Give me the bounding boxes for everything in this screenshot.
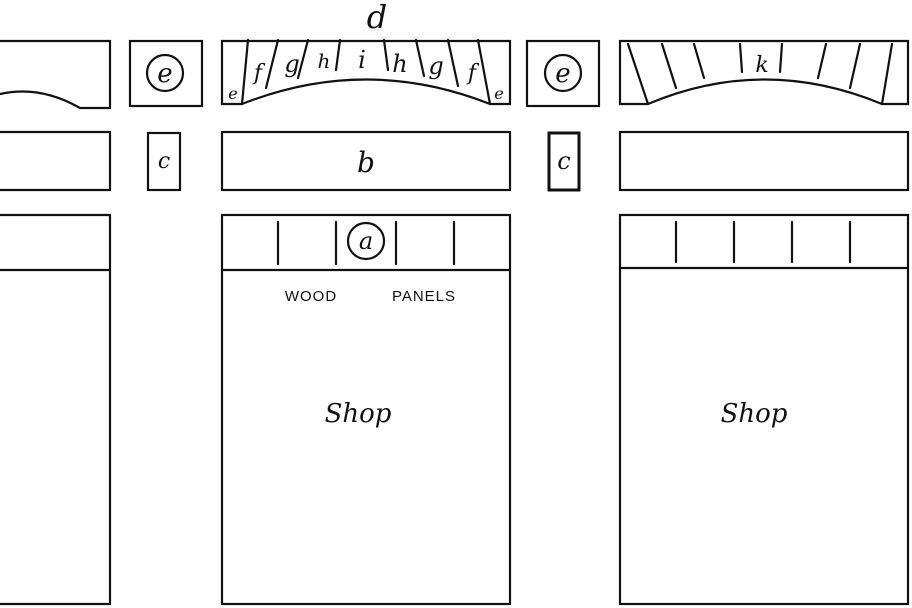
arch-letter-e-left: e (228, 84, 237, 103)
arch-letter-e-right: e (494, 84, 503, 103)
pier-cap-right (525, 39, 601, 108)
right-lintel-block (618, 130, 910, 192)
right-shop-block (618, 213, 910, 606)
centre-arch-block (220, 39, 512, 106)
left-pier: e c (128, 39, 204, 192)
left-partial-column (0, 39, 112, 606)
left-shop-block (0, 213, 112, 606)
arch-letter-h-right: h (392, 50, 407, 78)
label-b: b (357, 146, 375, 179)
arch-letter-g-right: g (428, 52, 443, 80)
left-lintel-block (0, 130, 112, 192)
label-a: a (359, 227, 373, 255)
arch-letter-g-left: g (284, 50, 299, 78)
pier-cap-circle-left (145, 53, 185, 93)
arch-letter-f-left: f (252, 61, 266, 86)
right-fascia-dividers (674, 220, 852, 264)
shop-label-left: Shop (325, 399, 392, 429)
shop-label-right: Shop (721, 399, 788, 429)
pier-block-right (547, 131, 581, 192)
panels-label: PANELS (392, 288, 456, 305)
label-e-right: e (555, 59, 570, 89)
centre-fascia-dividers (276, 220, 456, 266)
label-d: d (367, 0, 387, 36)
voussoir-lines (240, 38, 492, 106)
left-arch-block (0, 39, 112, 110)
centre-shop-block (220, 213, 512, 606)
label-k: k (755, 53, 768, 78)
lintel-b (220, 130, 512, 192)
wood-label: WOOD (285, 288, 337, 305)
right-pier: e c (525, 39, 601, 192)
label-e-left: e (157, 59, 172, 89)
pier-block-left (146, 131, 182, 192)
centre-bay: d e f g h i h g f e b (220, 0, 512, 606)
arch-letter-f-right: f (466, 61, 480, 86)
pier-cap-circle-right (543, 53, 583, 93)
label-c-right: c (557, 147, 570, 175)
label-c-left: c (158, 149, 170, 174)
arch-letter-h-left: h (318, 49, 331, 73)
right-bay: k Shop (618, 39, 910, 606)
pier-cap-left (128, 39, 204, 108)
right-voussoir-lines (626, 42, 894, 106)
arch-letter-i: i (358, 46, 366, 74)
fascia-circle-a (346, 221, 386, 261)
